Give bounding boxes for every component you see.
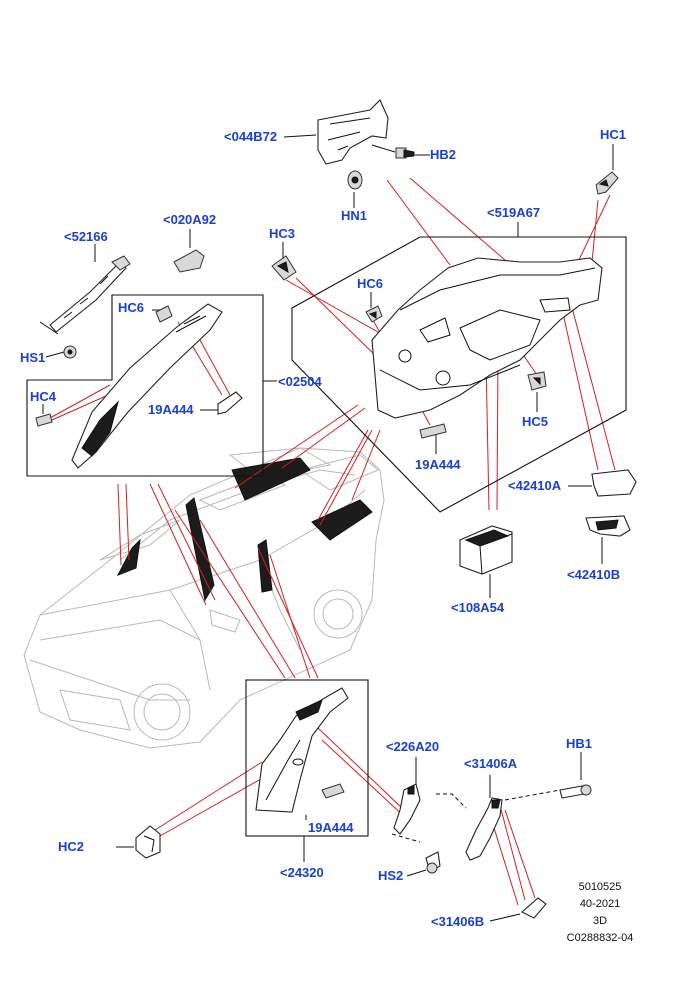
clip-HC4	[35, 413, 53, 427]
nut-HN1	[347, 170, 363, 190]
bracket-044B72	[317, 99, 396, 165]
handle-42410B	[585, 515, 631, 537]
clip-HC1	[595, 171, 619, 195]
callout-31406B[interactable]: <31406B	[431, 914, 485, 929]
callout-044B72[interactable]: <044B72	[224, 129, 278, 144]
callout-19A444-bpillar[interactable]: 19A444	[308, 820, 354, 835]
callout-HC4[interactable]: HC4	[30, 389, 57, 404]
screw-HS1	[63, 345, 77, 359]
trim-02504	[71, 303, 223, 469]
callout-HS2[interactable]: HS2	[378, 868, 404, 883]
clip-020A92	[173, 249, 205, 273]
callout-HC2[interactable]: HC2	[58, 839, 85, 854]
callout-19A444-front[interactable]: 19A444	[148, 402, 194, 417]
callout-02504[interactable]: <02504	[278, 374, 322, 389]
cover-31406B	[521, 897, 547, 919]
bolt-HB1	[559, 784, 592, 799]
callout-HC1[interactable]: HC1	[600, 127, 627, 142]
socket-108A54	[459, 525, 513, 575]
callout-108A54[interactable]: <108A54	[451, 600, 505, 615]
callout-HC3[interactable]: HC3	[269, 226, 296, 241]
rail-52166	[39, 255, 131, 335]
callout-519A67[interactable]: <519A67	[487, 205, 541, 220]
callout-leaders	[42, 134, 614, 922]
trim-24320	[255, 687, 349, 813]
cover-42410A	[591, 469, 637, 497]
clip-HC6-rear	[365, 305, 383, 323]
callout-52166[interactable]: <52166	[64, 229, 108, 244]
strip-19A444-front	[217, 391, 243, 415]
screw-HS2	[425, 851, 441, 874]
callout-HC6-front[interactable]: HC6	[118, 300, 145, 315]
callout-020A92[interactable]: <020A92	[163, 212, 217, 227]
panel-519A67	[371, 257, 603, 419]
clip-19A444-rear	[419, 423, 447, 439]
callout-42410A[interactable]: <42410A	[508, 478, 562, 493]
reference-line-4: C0288832-04	[566, 932, 634, 944]
vehicle-outline	[23, 447, 385, 749]
callout-HC6-rear[interactable]: HC6	[357, 276, 384, 291]
callout-HN1[interactable]: HN1	[341, 208, 368, 223]
reference-line-3: 3D	[592, 915, 608, 927]
reference-line-2: 40-2021	[579, 898, 621, 910]
clip-HC6-front	[155, 305, 173, 323]
callout-31406A[interactable]: <31406A	[464, 756, 518, 771]
clip-19A444-bpillar	[321, 783, 345, 799]
bolt-HB2	[395, 147, 415, 159]
clip-HC3	[271, 255, 297, 281]
callout-HS1[interactable]: HS1	[20, 350, 46, 365]
reference-line-1: 5010525	[578, 881, 622, 893]
guide-31406A	[465, 797, 503, 861]
rear-quarter-group-box	[291, 236, 627, 513]
clip-HC5	[527, 371, 547, 391]
callout-24320[interactable]: <24320	[280, 865, 324, 880]
callout-HC5[interactable]: HC5	[522, 414, 549, 429]
callout-226A20[interactable]: <226A20	[386, 739, 440, 754]
callout-HB2[interactable]: HB2	[430, 147, 457, 162]
anchor-226A20	[393, 783, 421, 835]
callout-19A444-rear[interactable]: 19A444	[415, 457, 461, 472]
clip-HC2	[135, 825, 161, 859]
callout-HB1[interactable]: HB1	[566, 736, 593, 751]
callout-42410B[interactable]: <42410B	[567, 567, 621, 582]
pillar-group-box-upper	[26, 294, 264, 477]
b-pillar-group-box	[245, 679, 369, 837]
